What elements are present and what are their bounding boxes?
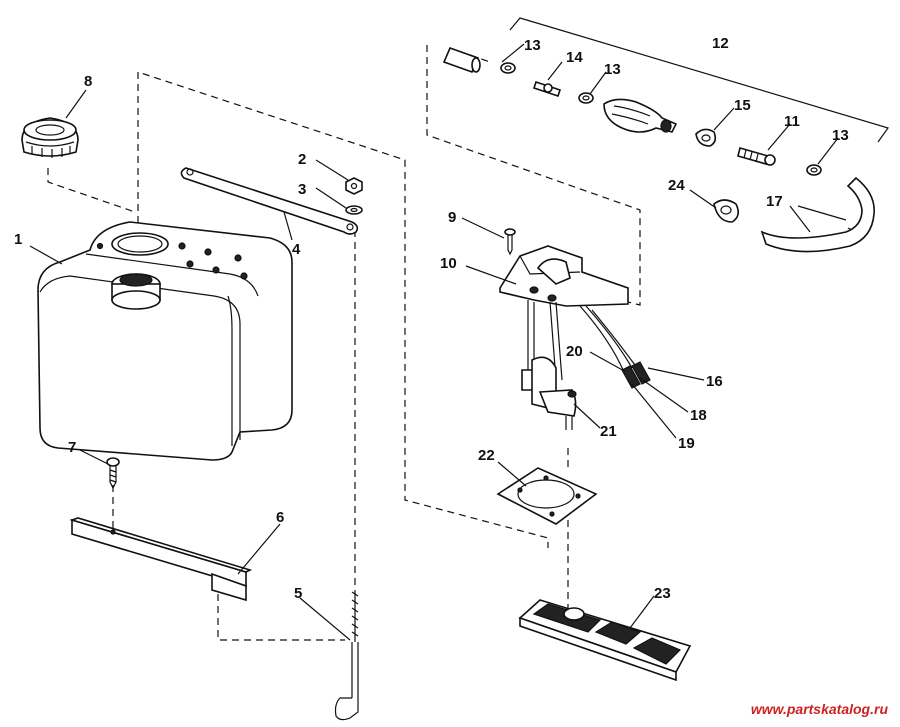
filler-cap [21,117,79,158]
callout-21: 21 [600,423,617,440]
j-bolt [334,590,359,721]
callout-20: 20 [566,343,583,360]
leader-lines [29,43,847,641]
watermark: www.partskatalog.ru [751,701,889,717]
callout-1: 1 [14,231,22,248]
callout-23: 23 [654,585,671,602]
callout-17: 17 [766,193,783,210]
callout-4: 4 [292,241,301,258]
gasket [496,467,598,525]
callout-13-b: 13 [604,61,621,78]
callout-19: 19 [678,435,695,452]
callout-13-a: 13 [524,37,541,54]
callout-14: 14 [566,49,583,66]
callout-24: 24 [668,177,685,194]
hold-down-strap [180,167,359,235]
callout-22: 22 [478,447,495,464]
callout-3: 3 [298,181,306,198]
nut-and-washer [345,177,363,215]
assembly-lines [47,45,861,641]
mounting-bracket [69,517,253,602]
callout-5: 5 [294,585,302,602]
callout-7: 7 [68,439,76,456]
callout-6: 6 [276,509,284,526]
callout-18: 18 [690,407,707,424]
callout-2: 2 [298,151,306,168]
screw-9 [504,228,516,256]
callout-9: 9 [448,209,456,226]
callout-12: 12 [712,35,729,52]
fuel-tank [37,221,293,461]
callout-13-c: 13 [832,127,849,144]
fuel-gauge-plate [518,599,692,682]
callouts: 1 2 3 4 5 6 7 8 9 10 11 12 13 13 13 14 1… [14,35,849,602]
callout-8: 8 [84,73,92,90]
callout-16: 16 [706,373,723,390]
callout-15: 15 [734,97,751,114]
fuel-line-kit [442,46,875,253]
screw-7 [106,457,120,490]
callout-10: 10 [440,255,457,272]
pickup-assembly [499,245,651,430]
kit-bracket-12 [509,17,889,143]
callout-11: 11 [784,113,800,130]
